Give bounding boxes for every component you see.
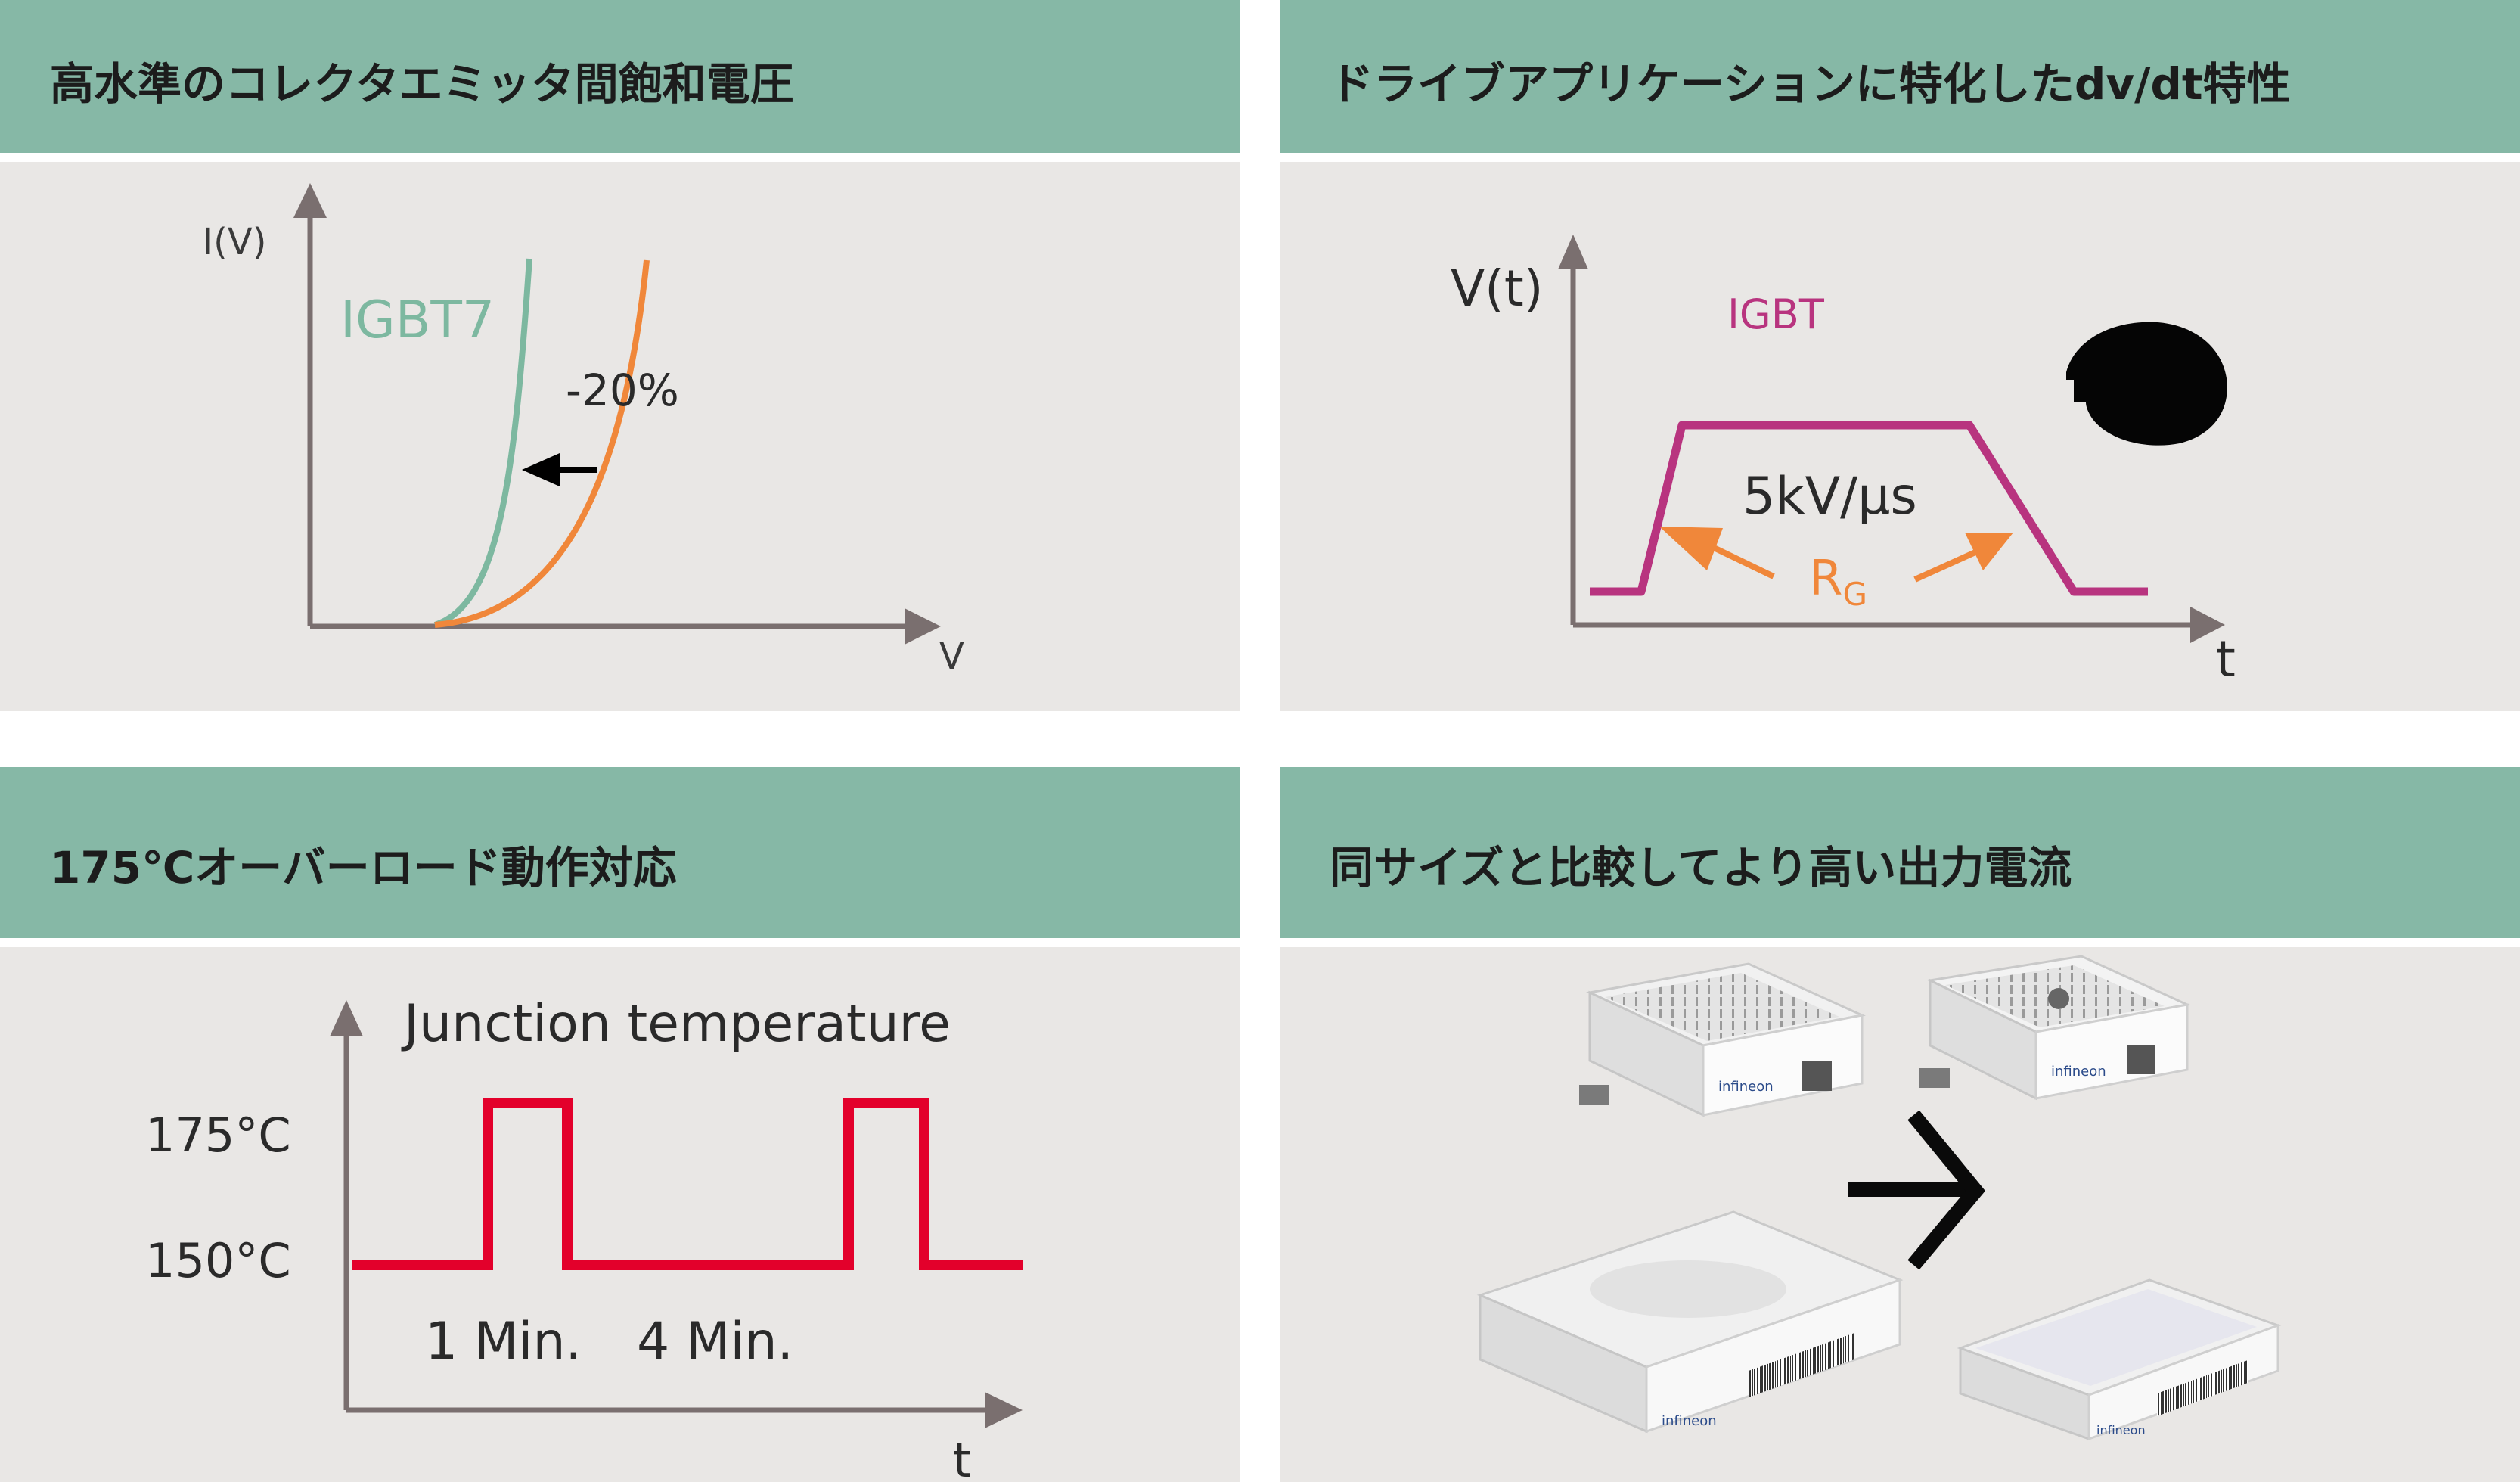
level-150-label: 150°C — [145, 1233, 291, 1288]
panel-body: I(V) V IGBT7 -20% — [0, 162, 1240, 711]
small-module-left: infineon — [1579, 962, 1866, 1117]
rg-label: RG — [1809, 551, 1867, 613]
chart-title: Junction temperature — [401, 994, 951, 1054]
reference-curve — [434, 259, 650, 628]
panel-body: infineon infineon — [1280, 947, 2520, 1482]
brand-logo-text: infineon — [1662, 1413, 1717, 1429]
comparison-arrow-icon — [1848, 1110, 1985, 1270]
x-axis-arrowhead — [985, 1392, 1023, 1428]
pulse-duration-label: 1 Min. — [425, 1312, 582, 1372]
rg-arrow-right-head — [1965, 533, 2013, 570]
igbt7-curve — [433, 258, 532, 628]
y-axis-label: I(V) — [203, 221, 266, 263]
small-module-right: infineon — [1919, 955, 2191, 1101]
igbt-waveform — [1590, 421, 2148, 596]
delta-label: -20% — [566, 365, 679, 416]
module-comparison-illustration: infineon infineon — [1476, 955, 2282, 1441]
panel-saturation-voltage: 高水準のコレクタエミッタ間飽和電圧 I(V) V IGBT7 -20% — [0, 0, 1240, 711]
x-axis-label: V — [939, 635, 964, 678]
x-axis-label: t — [2216, 630, 2236, 688]
dvdt-diagram: V(t) t IGBT 5kV/μs RG — [1451, 235, 2236, 688]
brand-logo-text: infineon — [2096, 1423, 2146, 1437]
panel-heading: 高水準のコレクタエミッタ間飽和電圧 — [50, 58, 794, 110]
panel-output-current: 同サイズと比較してより高い出力電流 — [1280, 767, 2520, 1482]
knob-icon — [2066, 322, 2227, 446]
brand-logo-text: infineon — [2051, 1064, 2106, 1080]
rg-arrow-left-head — [1659, 527, 1723, 570]
panel-heading: 同サイズと比較してより高い出力電流 — [1330, 842, 2072, 893]
brand-logo-text: infineon — [1718, 1079, 1774, 1095]
rg-subscript: G — [1842, 576, 1867, 613]
rg-arrow-left-shaft — [1709, 543, 1775, 579]
improvement-arrow-head — [522, 453, 560, 486]
y-axis-label: V(t) — [1451, 259, 1544, 318]
gap-duration-label: 4 Min. — [637, 1312, 793, 1372]
large-module-left: infineon — [1476, 1210, 1904, 1434]
panel-header: 同サイズと比較してより高い出力電流 — [1280, 767, 2520, 938]
rg-arrow-right-shaft — [1913, 548, 1978, 583]
slope-label: 5kV/μs — [1743, 467, 1917, 527]
panel-header: ドライブアプリケーションに特化したdv/dt特性 — [1280, 0, 2520, 153]
y-axis-arrowhead — [293, 183, 327, 218]
y-axis-arrowhead — [330, 1000, 363, 1036]
y-axis-arrowhead — [1558, 235, 1588, 269]
temperature-waveform — [352, 1098, 1023, 1270]
panel-heading: ドライブアプリケーションに特化したdv/dt特性 — [1330, 58, 2291, 110]
large-module-right: infineon — [1957, 1278, 2282, 1441]
panel-header: 高水準のコレクタエミッタ間飽和電圧 — [0, 0, 1240, 153]
igbt7-curve-label: IGBT7 — [340, 290, 495, 350]
panel-overload: 175℃オーバーロード動作対応 Junction temperature 175… — [0, 767, 1240, 1482]
iv-curve-diagram: I(V) V IGBT7 -20% — [203, 183, 964, 678]
panel-dvdt: ドライブアプリケーションに特化したdv/dt特性 V(t) t IGBT 5kV… — [1280, 0, 2520, 711]
panel-body: Junction temperature 175°C 150°C 1 Min. … — [0, 947, 1240, 1482]
panel-body: V(t) t IGBT 5kV/μs RG — [1280, 162, 2520, 711]
igbt-label: IGBT — [1727, 290, 1825, 338]
panel-header: 175℃オーバーロード動作対応 — [0, 767, 1240, 938]
junction-temperature-diagram: Junction temperature 175°C 150°C 1 Min. … — [145, 994, 1023, 1482]
x-axis-arrowhead — [905, 608, 941, 645]
x-axis-arrowhead — [2190, 607, 2225, 643]
level-175-label: 175°C — [145, 1108, 291, 1163]
rg-main: R — [1809, 551, 1842, 607]
panel-heading: 175℃オーバーロード動作対応 — [50, 842, 677, 893]
x-axis-label: t — [953, 1433, 971, 1482]
